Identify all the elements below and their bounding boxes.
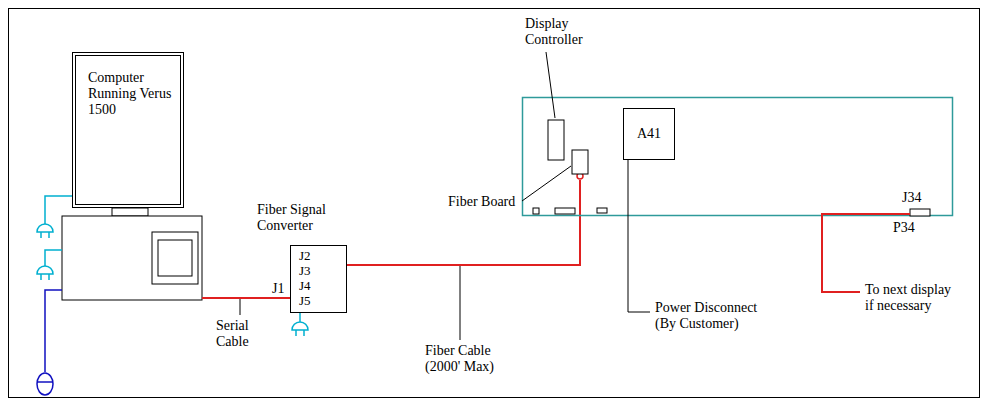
serial-cable <box>202 297 290 299</box>
connector <box>910 209 930 216</box>
power-wire <box>628 160 650 312</box>
component <box>533 208 539 214</box>
power-cord <box>45 196 72 224</box>
node-text: J5 <box>299 293 346 308</box>
power-plug <box>37 266 53 280</box>
callout-label: Serial Cable <box>216 318 264 350</box>
callout-label: Display Controller <box>525 16 600 48</box>
heading-text: Fiber Signal Converter <box>257 202 342 234</box>
power-cord <box>299 313 301 322</box>
component <box>555 208 575 214</box>
leader-line <box>546 52 555 118</box>
callout-label: J34 <box>902 190 921 206</box>
fiber-board <box>572 150 588 174</box>
converter-box: Fiber Signal ConverterJ2J3J4J5 <box>290 245 347 313</box>
leader-line <box>522 166 571 201</box>
node-text: J2 <box>299 248 346 263</box>
monitor-screen: Computer Running Verus 1500 <box>72 52 184 208</box>
leader-line <box>240 299 241 315</box>
node-text: J3 <box>299 263 346 278</box>
node-text: A41 <box>637 126 661 142</box>
mouse-button <box>37 381 53 383</box>
power-cord <box>45 250 62 266</box>
node-text: Computer Running Verus 1500 <box>88 70 173 118</box>
callout-label: To next display if necessary <box>865 282 960 314</box>
leader-line <box>460 266 461 340</box>
drive-bay <box>152 232 198 284</box>
drive-slot <box>158 240 192 276</box>
fiber-cable <box>326 180 580 272</box>
display-outline <box>523 98 953 216</box>
callout-label: Fiber Cable (2000' Max) <box>425 343 510 375</box>
computer-case <box>62 216 202 300</box>
component <box>597 208 607 213</box>
power-plug <box>292 322 308 336</box>
frame <box>9 9 980 398</box>
node-text: J4 <box>299 278 346 293</box>
callout-label: Fiber Board <box>448 194 515 210</box>
callout-label: J1 <box>272 281 284 297</box>
callout-label: P34 <box>893 220 915 236</box>
display-controller <box>548 120 564 160</box>
mouse <box>37 373 53 395</box>
component-box: A41 <box>623 108 675 160</box>
mouse-cable <box>45 290 62 372</box>
power-plug <box>37 224 53 238</box>
callout-label: Power Disconnect (By Customer) <box>655 300 770 332</box>
monitor-stand <box>112 208 148 216</box>
